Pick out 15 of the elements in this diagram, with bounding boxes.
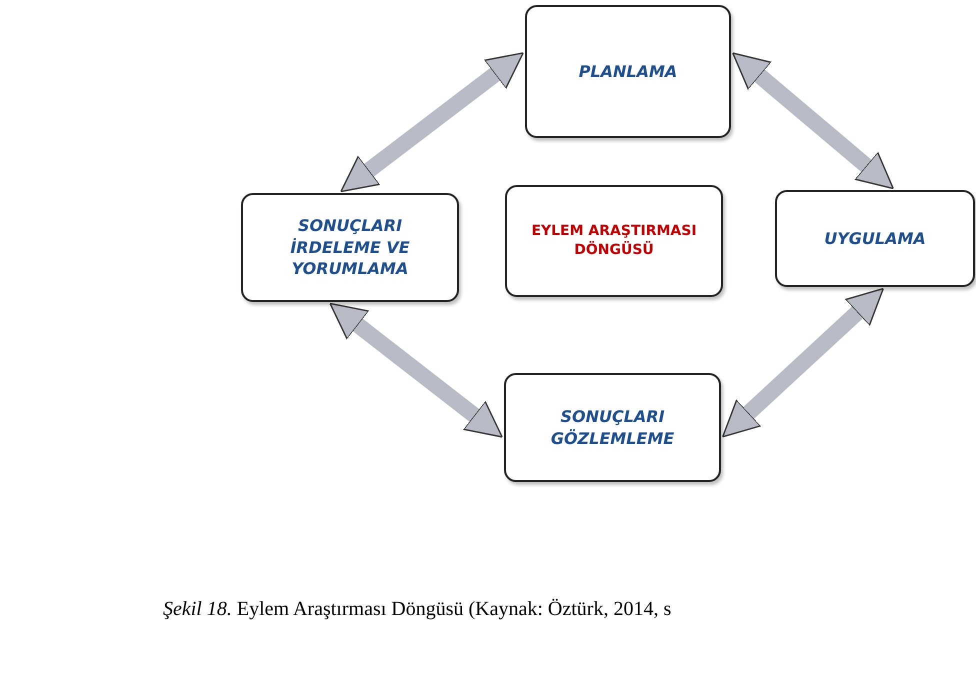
double-arrow [722, 288, 884, 438]
node-label: SONUÇLARI GÖZLEMLEME [550, 406, 676, 450]
node-label: PLANLAMA [578, 60, 678, 82]
process-box [504, 373, 721, 482]
node-label: SONUÇLARI İRDELEME VE YORUMLAMA [289, 215, 411, 280]
node-label: UYGULAMA [824, 228, 926, 250]
double-arrow [329, 302, 503, 438]
double-arrow [732, 52, 894, 190]
process-box [525, 5, 731, 138]
process-box [505, 185, 723, 297]
figure-caption: Şekil 18. Eylem Araştırması Döngüsü (Kaynak: Öztürk, 2014, s [163, 598, 672, 621]
process-box [241, 193, 459, 302]
node-label: EYLEM ARAŞTIRMASI DÖNGÜSÜ [530, 222, 698, 260]
double-arrow [340, 52, 524, 192]
process-box [775, 190, 975, 287]
